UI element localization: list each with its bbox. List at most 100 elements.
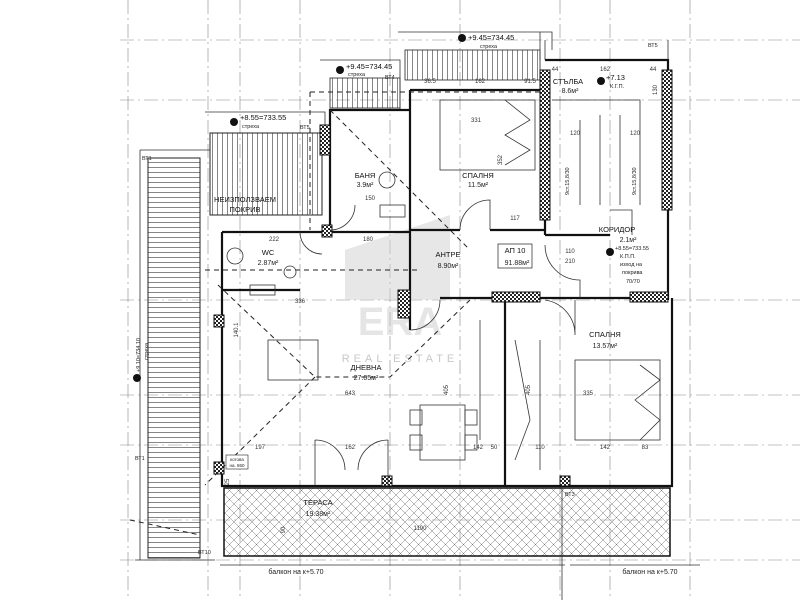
furniture: [226, 99, 661, 470]
svg-text:+9.45=734.45: +9.45=734.45: [346, 62, 392, 71]
svg-text:162: 162: [345, 445, 356, 451]
svg-text:ПОКРИВ: ПОКРИВ: [230, 205, 261, 214]
room-living: ДНЕВНА 27.05м²: [351, 363, 382, 382]
svg-text:197: 197: [255, 445, 266, 451]
svg-text:180: 180: [363, 237, 374, 243]
svg-text:ТЕРАСА: ТЕРАСА: [303, 498, 332, 507]
left-balcony: [135, 149, 215, 561]
svg-text:11.5м²: 11.5м²: [468, 182, 489, 189]
sill-note: котова на. 860: [225, 454, 249, 470]
svg-text:405: 405: [526, 384, 532, 395]
svg-text:8.6м²: 8.6м²: [562, 88, 580, 95]
svg-text:8.90м²: 8.90м²: [438, 263, 459, 270]
svg-text:СПАЛНЯ: СПАЛНЯ: [589, 330, 621, 339]
svg-text:643: 643: [345, 391, 356, 397]
svg-text:К.Г.П.: К.Г.П.: [610, 84, 625, 90]
svg-text:90: 90: [281, 526, 287, 533]
room-bedroom-2: СПАЛНЯ 13.57м²: [589, 330, 621, 350]
svg-text:162: 162: [600, 67, 611, 73]
level-marker-top-mid: +9.45=734.45 стреха: [336, 62, 392, 78]
room-wc: WC 2.87м²: [258, 248, 279, 267]
svg-text:покрива: покрива: [622, 270, 643, 276]
room-unused-roof: НЕИЗПОЛЗВАЕМ ПОКРИВ: [214, 195, 276, 214]
level-marker-stair: +7.13 К.Г.П.: [597, 73, 625, 90]
svg-text:222: 222: [269, 237, 280, 243]
svg-text:27.05м²: 27.05м²: [354, 375, 379, 382]
svg-text:2.1м²: 2.1м²: [620, 237, 638, 244]
svg-text:162: 162: [475, 79, 486, 85]
walls: [220, 40, 674, 488]
watermark-tagline: REAL ESTATE: [342, 353, 459, 365]
svg-text:СПАЛНЯ: СПАЛНЯ: [462, 171, 494, 180]
svg-text:+8.55=733.55: +8.55=733.55: [615, 246, 649, 252]
level-marker-left-balcony: +9.10=734.10 стреха: [133, 338, 150, 382]
svg-text:стреха: стреха: [144, 342, 150, 360]
svg-text:120: 120: [630, 131, 641, 137]
svg-text:котова: котова: [230, 457, 244, 462]
room-stair: СТЪЛБА 8.6м²: [553, 77, 583, 95]
level-marker-corridor: +8.55=733.55 К.П.П.: [606, 246, 649, 260]
roof-outline: [129, 91, 545, 536]
svg-text:ВТ4: ВТ4: [385, 75, 395, 81]
svg-text:стреха: стреха: [348, 72, 366, 78]
svg-text:АП 10: АП 10: [505, 246, 526, 255]
room-hall: АНТРЕ 8.90м²: [435, 250, 460, 270]
svg-text:ВТ3: ВТ3: [565, 492, 575, 498]
svg-text:44: 44: [552, 67, 559, 73]
room-bath: БАНЯ 3.9м²: [355, 171, 376, 189]
svg-text:+9.45=734.45: +9.45=734.45: [468, 33, 514, 42]
svg-text:83: 83: [642, 445, 649, 451]
room-bedroom-1: СПАЛНЯ 11.5м²: [462, 171, 494, 189]
apartment-label: АП 10 91.88м²: [497, 243, 533, 269]
svg-text:405: 405: [444, 384, 450, 395]
svg-text:25: 25: [225, 478, 231, 485]
svg-text:стреха: стреха: [480, 44, 498, 50]
svg-text:120: 120: [570, 131, 581, 137]
svg-text:ВТ5: ВТ5: [648, 43, 658, 49]
columns: [213, 69, 673, 487]
svg-text:19.38м²: 19.38м²: [306, 511, 331, 518]
watermark-logo: ERA REAL ESTATE: [342, 215, 459, 365]
svg-text:АНТРЕ: АНТРЕ: [435, 250, 460, 259]
svg-text:142: 142: [473, 445, 484, 451]
svg-text:91.5: 91.5: [524, 79, 536, 85]
svg-text:2.87м²: 2.87м²: [258, 260, 279, 267]
svg-text:стреха: стреха: [242, 124, 260, 130]
svg-text:ВТ1: ВТ1: [135, 456, 145, 462]
level-marker-top-right: +9.45=734.45 стреха: [458, 33, 514, 50]
svg-text:ДНЕВНА: ДНЕВНА: [351, 363, 382, 372]
svg-text:336: 336: [295, 299, 306, 305]
room-terrace: ТЕРАСА 19.38м²: [303, 498, 332, 518]
svg-text:331: 331: [471, 118, 482, 124]
svg-text:+9.10=734.10: +9.10=734.10: [136, 338, 142, 372]
svg-text:110: 110: [535, 445, 545, 451]
svg-text:140.1: 140.1: [234, 322, 240, 338]
svg-text:БАНЯ: БАНЯ: [355, 171, 376, 180]
unused-roof: [205, 111, 326, 216]
svg-text:70/70: 70/70: [626, 279, 640, 285]
svg-text:210: 210: [565, 259, 576, 265]
top-balconies: [320, 31, 553, 110]
svg-text:130: 130: [653, 84, 659, 95]
svg-text:ВТ5: ВТ5: [300, 125, 310, 131]
dimension-labels: 331 352 117 162 36.5 91.5 44 44 162 130 …: [225, 67, 659, 533]
svg-text:91.88м²: 91.88м²: [505, 260, 530, 267]
room-corridor: КОРИДОР 2.1м² изход на покрива 70/70: [599, 225, 644, 285]
svg-text:3.9м²: 3.9м²: [357, 182, 375, 189]
doors: [299, 199, 581, 486]
svg-text:110: 110: [565, 249, 575, 255]
svg-text:изход на: изход на: [620, 262, 643, 268]
svg-text:352: 352: [498, 154, 504, 165]
svg-text:на. 860: на. 860: [230, 463, 245, 468]
svg-text:117: 117: [510, 216, 520, 222]
svg-text:142: 142: [600, 445, 611, 451]
svg-text:150: 150: [365, 196, 376, 202]
svg-text:50: 50: [491, 445, 498, 451]
svg-text:+8.55=733.55: +8.55=733.55: [240, 113, 286, 122]
balcony-note-right: балкон на к+5.70: [622, 568, 677, 576]
svg-text:КОРИДОР: КОРИДОР: [599, 225, 635, 234]
svg-text:СТЪЛБА: СТЪЛБА: [553, 77, 583, 86]
downpipe-labels: ВТ1 ВТ1 ВТ4 ВТ5 ВТ5 ВТ3 ВТ10: [135, 43, 658, 556]
svg-text:WC: WC: [262, 248, 275, 257]
